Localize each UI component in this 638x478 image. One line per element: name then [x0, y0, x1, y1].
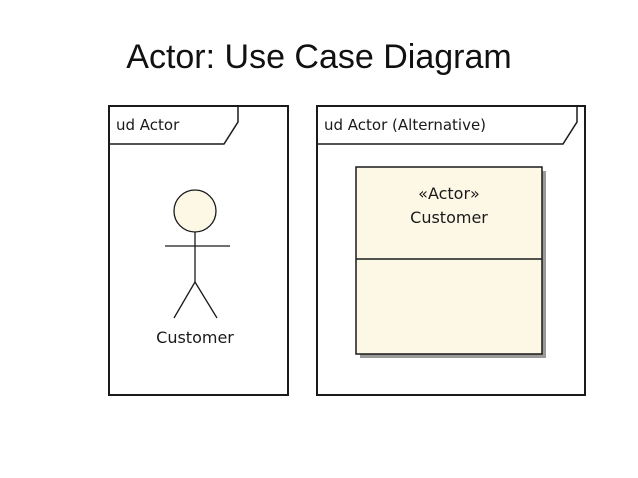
class-name-label: Customer [410, 208, 488, 227]
actor-head [173, 189, 217, 233]
frame-alternative-label: ud Actor (Alternative) [324, 116, 487, 134]
actor-right-leg [194, 281, 218, 319]
actor-name-label: Customer [156, 328, 234, 347]
class-stereotype-label: «Actor» [418, 184, 480, 203]
actor-class-box [355, 166, 546, 358]
actor-left-leg [173, 281, 196, 319]
frame-actor [108, 105, 289, 396]
frame-alternative-label-tab [317, 106, 578, 145]
frame-actor-label: ud Actor [116, 116, 180, 134]
class-box-body [355, 166, 543, 355]
frame-actor-border [108, 105, 289, 396]
frame-actor-label-tab [109, 106, 239, 145]
actor-stick-figure [165, 189, 230, 319]
slide-title: Actor: Use Case Diagram [126, 38, 512, 76]
